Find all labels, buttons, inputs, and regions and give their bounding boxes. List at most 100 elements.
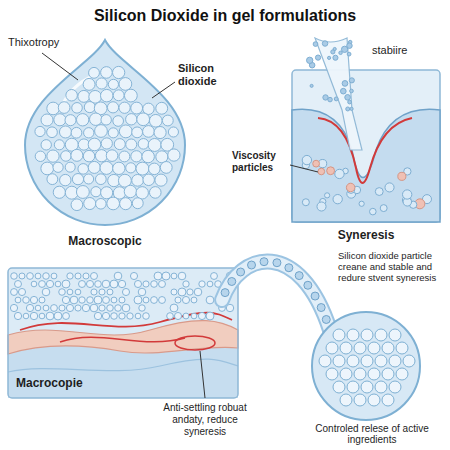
release-particle (326, 368, 338, 380)
spray-particle (315, 55, 320, 60)
silica-particle (89, 67, 100, 78)
silica-particle (119, 151, 130, 162)
silica-particle (60, 174, 71, 185)
silica-particle (171, 289, 177, 295)
tube-particle (248, 261, 256, 269)
silica-particle (91, 289, 97, 295)
silica-particle (134, 296, 142, 304)
tube-particle (228, 277, 236, 285)
syneresis-panel (292, 70, 440, 222)
silica-particle (39, 297, 45, 303)
release-particle (347, 329, 359, 341)
silica-particle (59, 126, 71, 138)
spray-particle (334, 97, 338, 101)
silica-particle (136, 187, 148, 199)
silica-particle (198, 312, 205, 319)
spray-particle (328, 97, 333, 102)
release-particle (375, 381, 387, 393)
silica-particle (136, 162, 149, 175)
spray-particle (331, 50, 335, 54)
silica-particle (162, 272, 170, 280)
silica-particle (154, 126, 166, 138)
silica-particle (118, 280, 125, 287)
silica-particle (113, 90, 124, 101)
silica-particle (35, 305, 41, 311)
silica-particle (66, 89, 78, 101)
silica-particle (131, 102, 143, 114)
silica-particle (83, 273, 89, 279)
viscosity-particle (302, 155, 311, 164)
silica-particle (119, 313, 125, 319)
silica-particle (78, 90, 90, 102)
silica-particle (88, 138, 101, 151)
silica-particle (84, 102, 95, 113)
silica-particle (155, 174, 167, 186)
silica-particle (183, 313, 189, 319)
silica-particle (101, 138, 112, 149)
silica-particle (62, 280, 70, 288)
spout (315, 38, 362, 150)
silica-particle (51, 273, 57, 279)
spray-particle (348, 100, 352, 104)
silica-particle (103, 297, 110, 304)
panel-heading: Macroscopic (45, 234, 165, 248)
silica-particle (94, 296, 102, 304)
release-particle (382, 342, 394, 354)
silica-particle (47, 150, 59, 162)
callout-label: stabiire (372, 44, 442, 57)
spray-particle (350, 89, 354, 93)
silica-particle (178, 288, 186, 296)
silica-particle (47, 174, 58, 185)
silica-particle (95, 281, 102, 288)
silica-particle (14, 312, 21, 319)
silica-particle (106, 150, 118, 162)
silica-particle (191, 297, 197, 303)
gel-surface (292, 109, 440, 222)
release-particle (361, 329, 373, 341)
callout-label: Viscosity particles (232, 150, 290, 174)
silica-particle (84, 198, 96, 210)
gel-wave (8, 359, 238, 372)
silica-particle (95, 125, 108, 138)
silica-particle (132, 198, 143, 209)
silica-particle (108, 79, 118, 89)
silica-particle (39, 313, 45, 319)
tube-particle (322, 315, 330, 323)
spray-particle (307, 57, 313, 63)
spray-particle (340, 88, 346, 94)
silica-particle (15, 297, 21, 303)
silica-particle (111, 297, 117, 303)
silica-particle (91, 273, 98, 280)
release-particle (340, 368, 352, 380)
silica-particle (102, 312, 109, 319)
callout-label: Thixotropy (8, 36, 78, 49)
viscosity-particle (346, 183, 355, 192)
red-curve (20, 313, 232, 330)
silica-particle (124, 89, 137, 102)
silica-particle (159, 281, 166, 288)
silica-particle (178, 272, 186, 280)
release-particle (361, 381, 373, 393)
panel-heading: Syneresis (316, 228, 416, 242)
silica-particle (113, 66, 125, 78)
silica-particle (115, 305, 122, 312)
silica-particle (72, 103, 83, 114)
silica-particle (11, 289, 18, 296)
silica-particle (96, 199, 107, 210)
silica-particle (119, 78, 132, 91)
silica-particle (96, 78, 107, 89)
tube-particle (317, 304, 325, 312)
spray-particle (350, 107, 353, 110)
silica-particle (191, 313, 197, 319)
release-droplet (312, 312, 420, 420)
release-particle (354, 342, 366, 354)
silica-particle (111, 313, 118, 320)
silica-particle (107, 102, 118, 113)
spray-particle (333, 55, 338, 60)
release-particle (333, 329, 345, 341)
callout-label: Anti-settling robuat andaty, reduce syne… (155, 402, 255, 438)
silica-particle (39, 281, 46, 288)
viscosity-particle (359, 201, 364, 206)
silica-particle (206, 312, 214, 320)
callout-label: Silicon dioxide (178, 62, 240, 88)
